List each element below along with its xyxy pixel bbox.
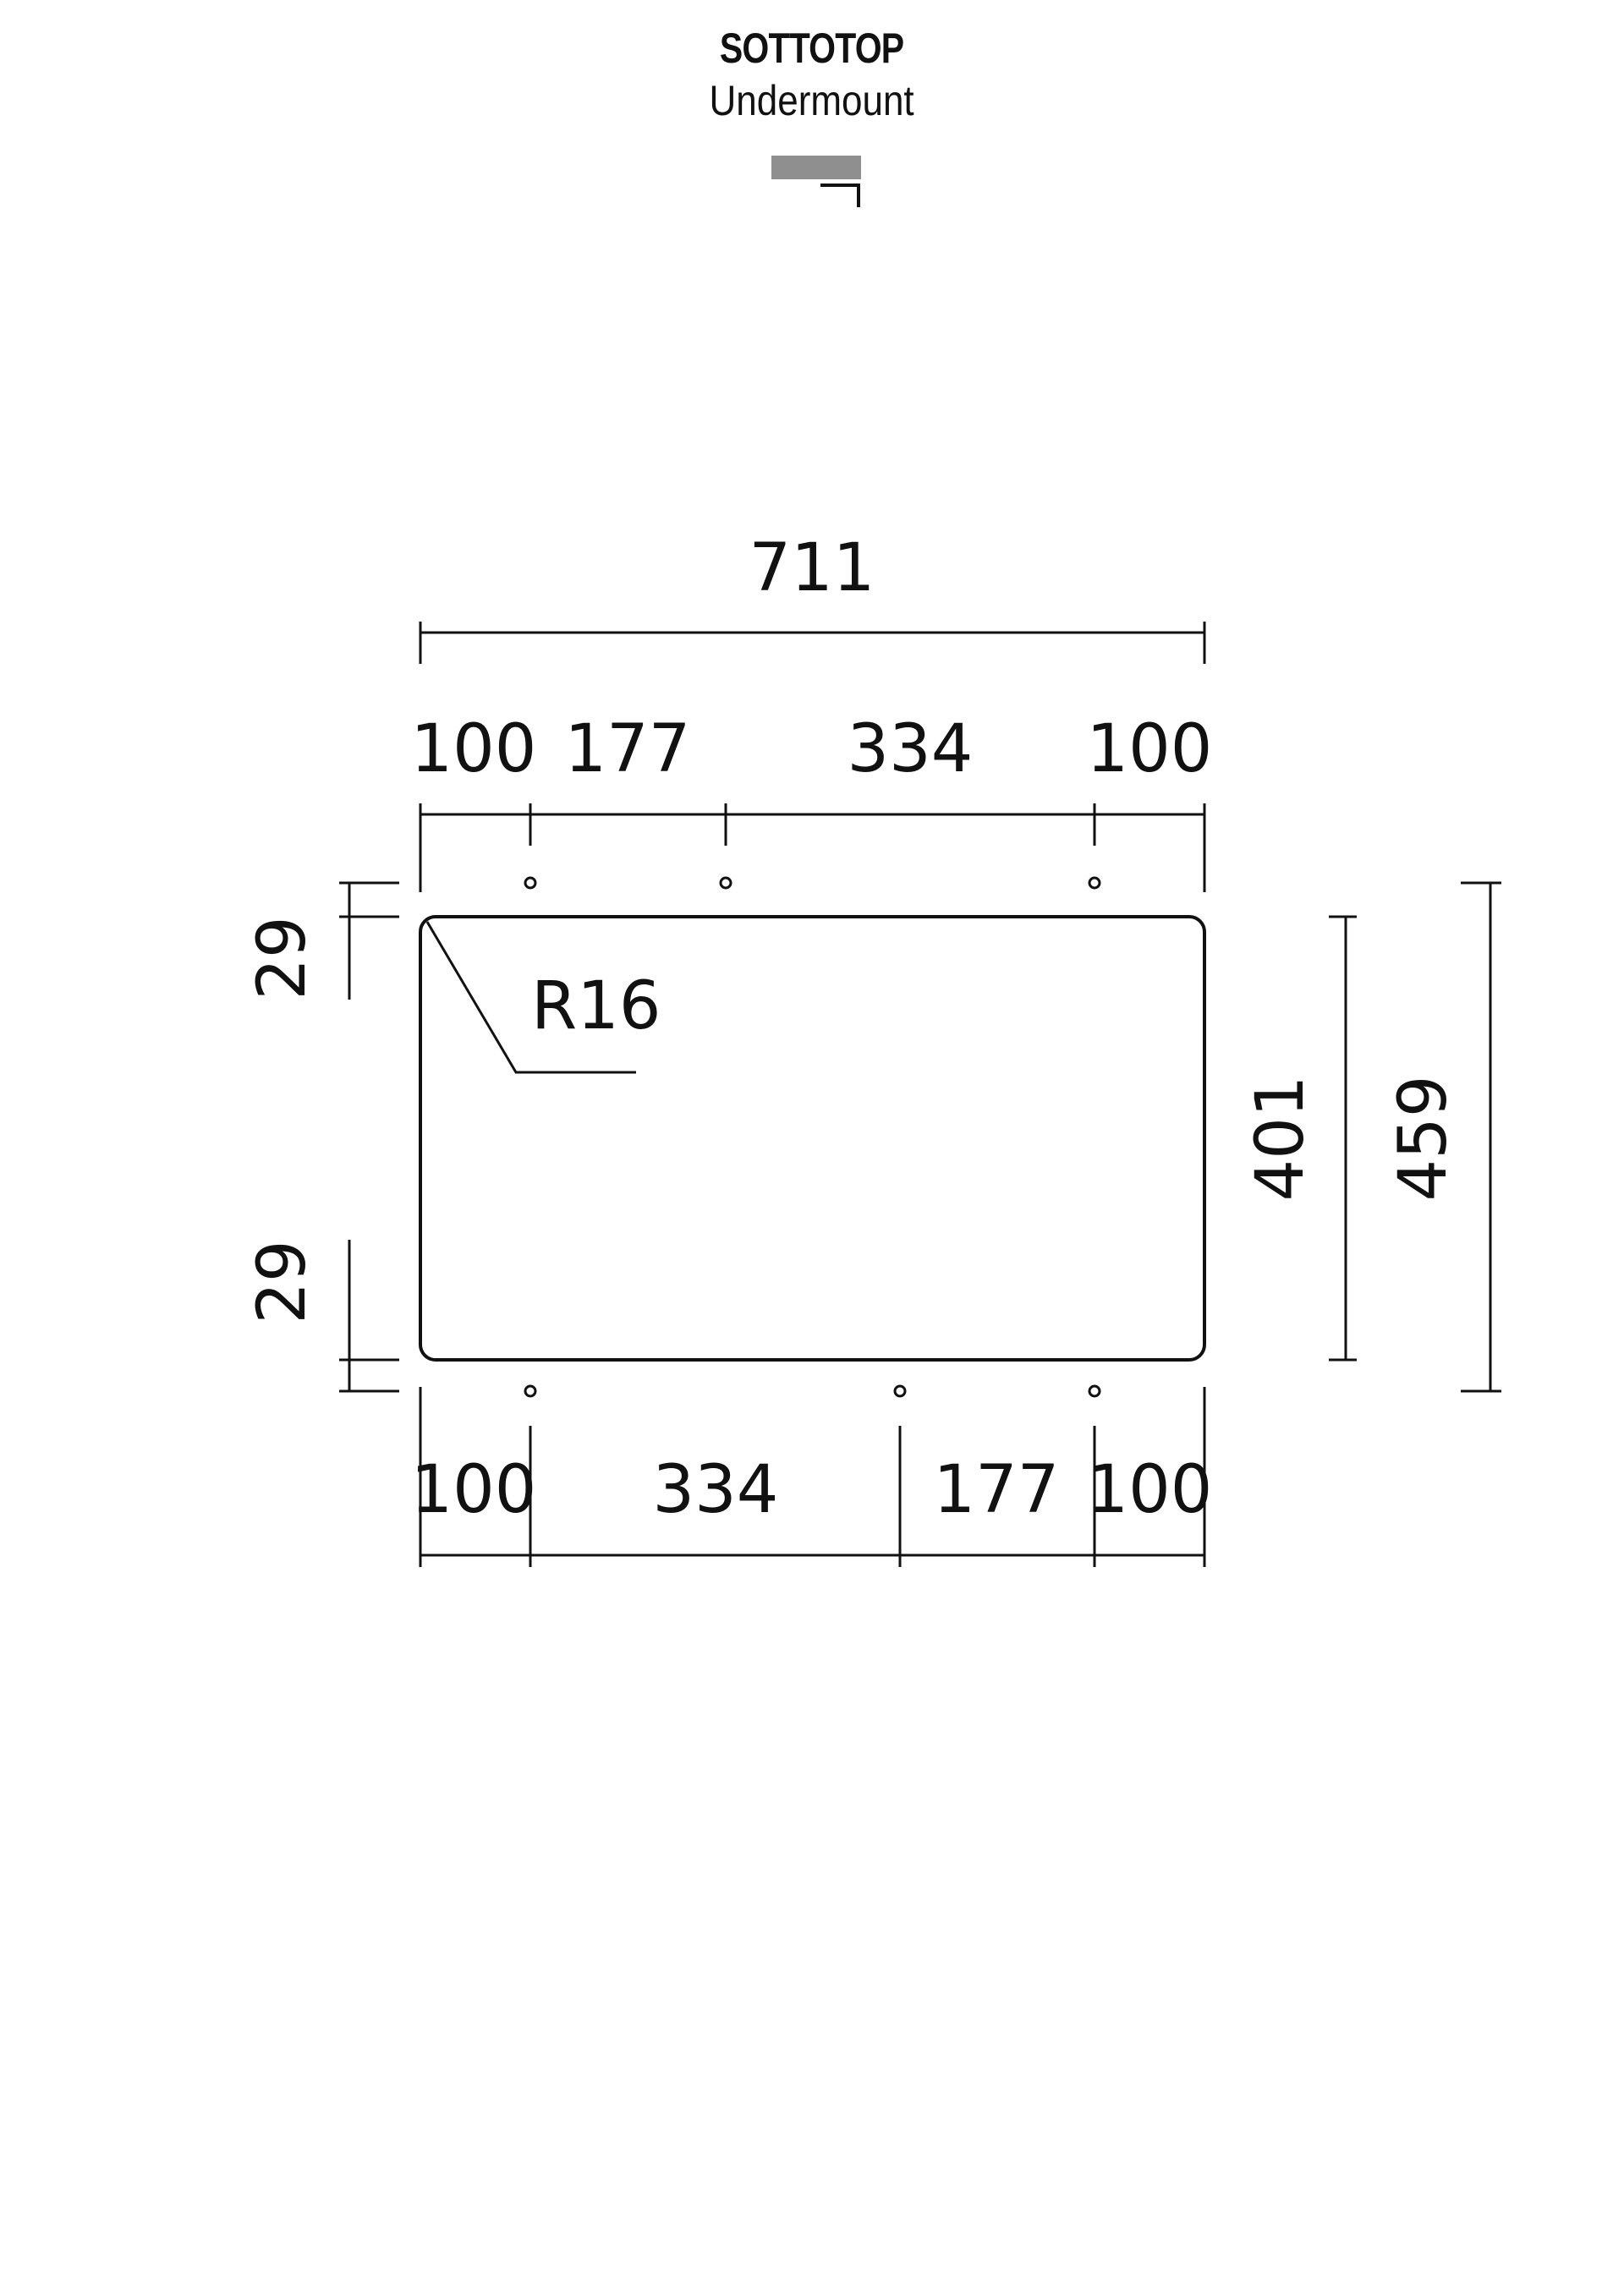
mounting-hole: [524, 876, 537, 890]
radius-leader-line: [425, 921, 636, 1074]
bottom-segment-label: 100: [1087, 1452, 1213, 1528]
bottom-segment-label: 100: [411, 1452, 537, 1528]
top-segment-label: 100: [411, 711, 537, 787]
overall-width-label: 711: [749, 530, 875, 606]
mount-type-label: Undermount: [709, 77, 915, 124]
bottom-segment-label: 334: [653, 1452, 779, 1528]
bottom-mounting-holes: [524, 1384, 1101, 1398]
top-segment-label: 177: [565, 711, 691, 787]
mounting-hole: [1088, 876, 1101, 890]
left-top-offset-label: 29: [244, 916, 321, 1000]
left-bottom-offset-label: 29: [244, 1240, 321, 1323]
undermount-icon: [771, 156, 861, 207]
corner-radius-label: R16: [531, 968, 661, 1044]
overall-width-dimension: [419, 622, 1206, 664]
top-segment-dimension: [419, 803, 1206, 892]
inner-height-dimension: [1329, 915, 1357, 1362]
left-top-offset-dimension: [339, 881, 399, 1000]
top-mounting-holes: [524, 876, 1101, 890]
mounting-hole: [719, 876, 732, 890]
top-segment-label: 334: [848, 711, 974, 787]
mounting-hole: [1088, 1384, 1101, 1398]
product-title: SOTTOTOP: [720, 25, 904, 72]
top-segment-label: 100: [1087, 711, 1213, 787]
page-header: SOTTOTOP Undermount: [0, 24, 1624, 125]
overall-height-label: 459: [1385, 1076, 1462, 1202]
sink-outline: [419, 915, 1206, 1362]
mounting-hole: [893, 1384, 907, 1398]
bottom-segment-dimension: [419, 1387, 1206, 1567]
mounting-hole: [524, 1384, 537, 1398]
bottom-segment-label: 177: [934, 1452, 1060, 1528]
inner-height-label: 401: [1243, 1076, 1319, 1202]
left-bottom-offset-dimension: [339, 1240, 399, 1393]
overall-height-dimension: [1461, 881, 1501, 1393]
